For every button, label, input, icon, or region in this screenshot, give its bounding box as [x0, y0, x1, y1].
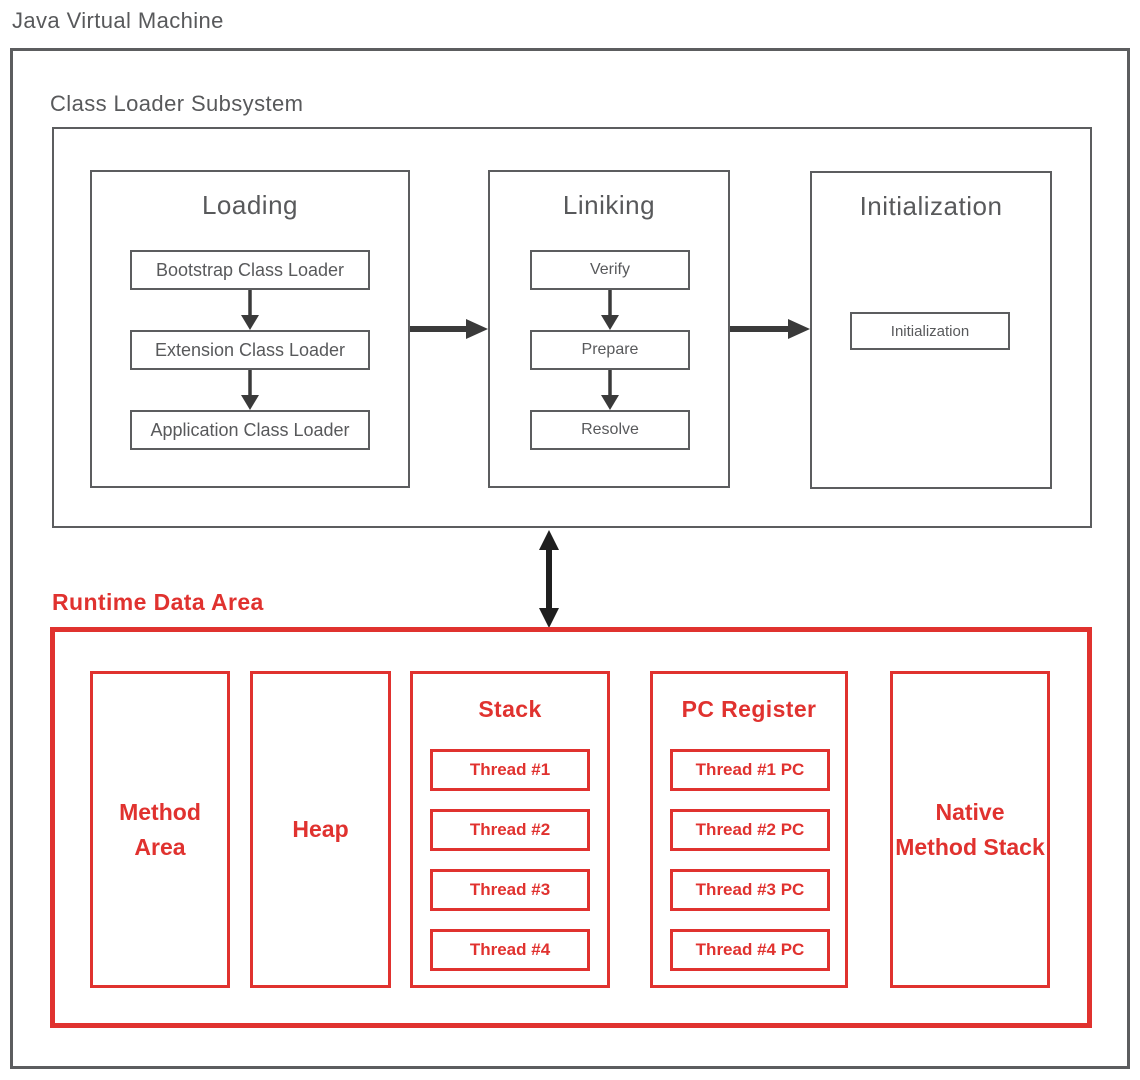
verify-label: Verify	[589, 261, 630, 278]
native-method-stack-label: Native Method Stack	[895, 799, 1045, 860]
method-area-label: Method Area	[119, 799, 201, 860]
initialization-title: Initialization	[859, 191, 1003, 221]
pc-thread-3-box: Thread #3 PC	[670, 869, 830, 911]
stack-thread-2-box: Thread #2	[430, 809, 590, 851]
resolve-label: Resolve	[581, 421, 639, 438]
arrow-verify-to-prepare-icon	[598, 290, 622, 330]
stack-thread-2-label: Thread #2	[469, 820, 551, 839]
arrow-prepare-to-resolve-icon	[598, 370, 622, 410]
native-method-stack-box: Native Method Stack	[890, 671, 1050, 988]
initialization-inner-label: Initialization	[890, 322, 970, 340]
pc-thread-2-box: Thread #2 PC	[670, 809, 830, 851]
runtime-data-area-label: Runtime Data Area	[52, 589, 264, 615]
pc-thread-1-label: Thread #1 PC	[695, 760, 805, 779]
stack-thread-1-label: Thread #1	[469, 760, 551, 779]
arrow-bootstrap-to-extension-icon	[238, 290, 262, 330]
prepare-label: Prepare	[581, 341, 639, 358]
stack-thread-3-box: Thread #3	[430, 869, 590, 911]
method-area-box: Method Area	[90, 671, 230, 988]
application-class-loader-label: Application Class Loader	[150, 419, 350, 440]
pc-thread-3-label: Thread #3 PC	[695, 880, 805, 899]
linking-title: Liniking	[562, 190, 656, 220]
pc-thread-4-label: Thread #4 PC	[695, 940, 805, 959]
bootstrap-class-loader-box: Bootstrap Class Loader	[130, 250, 370, 290]
pc-thread-4-box: Thread #4 PC	[670, 929, 830, 971]
prepare-box: Prepare	[530, 330, 690, 370]
double-arrow-classloader-runtime-icon	[535, 530, 563, 628]
arrow-linking-to-initialization-icon	[730, 316, 810, 342]
pc-thread-2-label: Thread #2 PC	[695, 820, 805, 839]
loading-title: Loading	[201, 190, 299, 220]
stack-title: Stack	[478, 696, 542, 722]
class-loader-subsystem-label: Class Loader Subsystem	[50, 91, 304, 116]
extension-class-loader-label: Extension Class Loader	[154, 339, 346, 360]
bootstrap-class-loader-label: Bootstrap Class Loader	[155, 259, 345, 280]
resolve-box: Resolve	[530, 410, 690, 450]
stack-thread-3-label: Thread #3	[469, 880, 551, 899]
arrow-extension-to-application-icon	[238, 370, 262, 410]
stack-thread-1-box: Thread #1	[430, 749, 590, 791]
heap-label: Heap	[292, 816, 349, 843]
stack-thread-4-label: Thread #4	[469, 940, 551, 959]
application-class-loader-box: Application Class Loader	[130, 410, 370, 450]
stack-thread-4-box: Thread #4	[430, 929, 590, 971]
pc-thread-1-box: Thread #1 PC	[670, 749, 830, 791]
pc-register-title: PC Register	[681, 696, 817, 722]
arrow-loading-to-linking-icon	[410, 316, 488, 342]
heap-box: Heap	[250, 671, 391, 988]
verify-box: Verify	[530, 250, 690, 290]
initialization-inner-box: Initialization	[850, 312, 1010, 350]
extension-class-loader-box: Extension Class Loader	[130, 330, 370, 370]
jvm-title: Java Virtual Machine	[12, 8, 224, 33]
